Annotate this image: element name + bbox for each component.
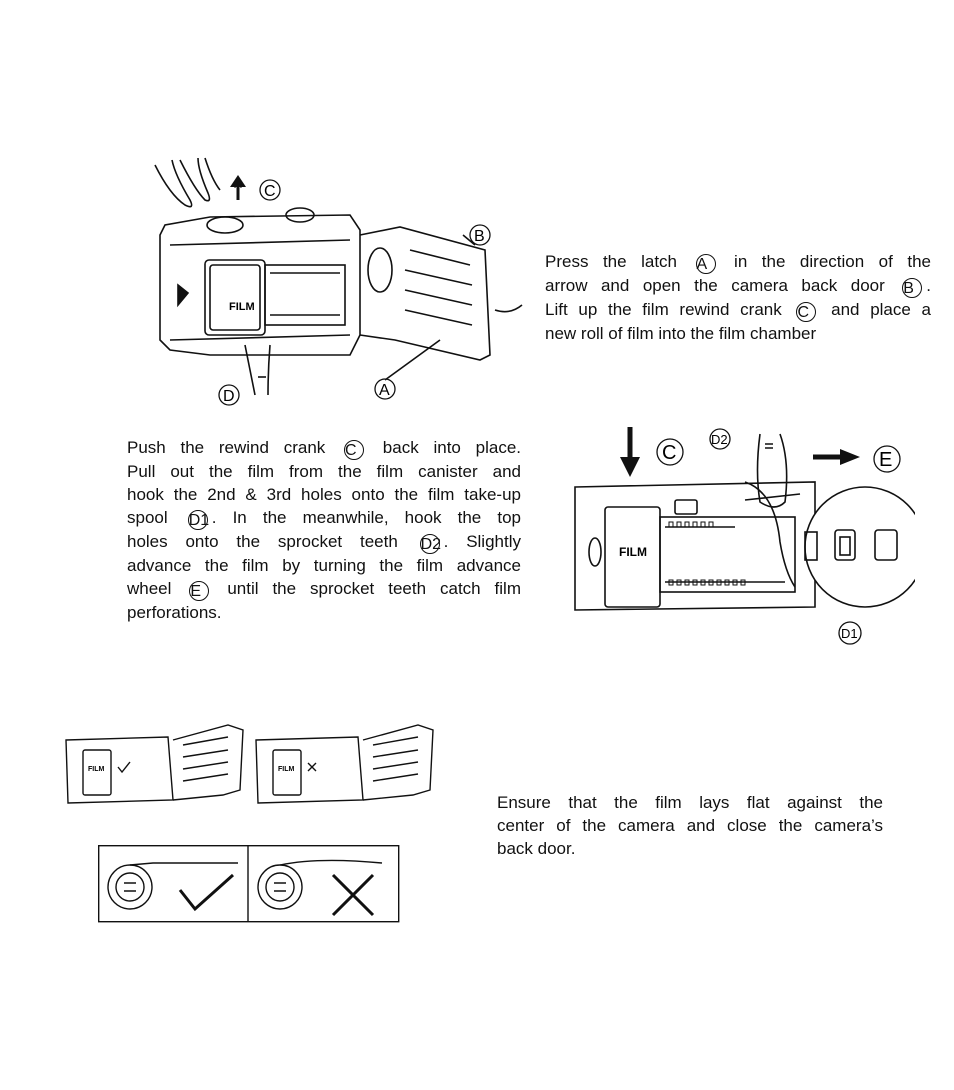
step3-text-segment: Ensure that the film lays flat against t… — [497, 793, 883, 812]
step2-instructions: Push the rewind crank C back into place.… — [127, 436, 521, 624]
step1-camera-open-illustration: FILM C B A D — [154, 157, 523, 406]
step2-line: wheel E until the sprocket teeth catch f… — [127, 577, 521, 601]
step1-text-segment: Lift up the film rewind crank — [545, 300, 793, 319]
step2-line: hook the 2nd & 3rd holes onto the film t… — [127, 483, 521, 506]
step3-text-segment: center of the camera and close the camer… — [497, 816, 883, 835]
film-label-a: FILM — [88, 766, 104, 773]
label-b: B — [474, 228, 485, 245]
step2-text-segment: . In the meanwhile, hook the top — [211, 508, 521, 527]
step2-line: Pull out the film from the film canister… — [127, 460, 521, 483]
circled-label: D1 — [187, 510, 210, 530]
label-d: D — [223, 388, 235, 405]
circled-label: D2 — [419, 534, 442, 554]
circled-label: C — [344, 440, 365, 460]
step1-text-segment: . — [926, 276, 931, 295]
step3-line: back door. — [497, 837, 883, 860]
step1-text-segment: and place a — [820, 300, 931, 319]
step2-text-segment: hook the 2nd & 3rd holes onto the film t… — [127, 485, 521, 504]
step1-line: Press the latch A in the direction of th… — [545, 250, 931, 274]
step3-text-segment: back door. — [497, 839, 576, 858]
circled-label: C — [796, 302, 817, 322]
step2-text-segment: advance the film by turning the film adv… — [127, 556, 521, 575]
step2-text-segment: back into place. — [368, 438, 521, 457]
step2-text-segment: spool — [127, 508, 184, 527]
step2-line: holes onto the sprocket teeth D2. Slight… — [127, 530, 521, 554]
label-e: E — [879, 449, 892, 471]
label-c-2: C — [662, 442, 676, 464]
film-label-b: FILM — [278, 766, 294, 773]
label-d1: D1 — [841, 626, 858, 641]
step1-instructions: Press the latch A in the direction of th… — [545, 250, 931, 345]
step1-text-segment: new roll of film into the film chamber — [545, 324, 817, 343]
step3-camera-comparison-illustration: FILM FILM — [65, 724, 434, 804]
label-c: C — [264, 183, 276, 200]
step2-text-segment: . Slightly — [443, 532, 521, 551]
step1-text-segment: arrow and open the camera back door — [545, 276, 899, 295]
step1-line: arrow and open the camera back door B. — [545, 274, 931, 298]
step2-text-segment: Pull out the film from the film canister… — [127, 462, 521, 481]
film-canister-label-2: FILM — [619, 545, 647, 559]
circled-label: A — [695, 254, 716, 274]
step2-film-loading-illustration: FILM C D2 E D1 — [574, 427, 915, 645]
step3-line: Ensure that the film lays flat against t… — [497, 791, 883, 814]
step1-text-segment: Press the latch — [545, 252, 692, 271]
step2-text-segment: Push the rewind crank — [127, 438, 341, 457]
circled-label: E — [189, 581, 210, 601]
label-d2: D2 — [711, 432, 728, 447]
step2-text-segment: wheel — [127, 579, 186, 598]
step1-text-segment: in the direction of the — [719, 252, 932, 271]
step2-text-segment: holes onto the sprocket teeth — [127, 532, 416, 551]
step1-line: new roll of film into the film chamber — [545, 322, 931, 345]
step2-line: advance the film by turning the film adv… — [127, 554, 521, 577]
label-a: A — [379, 382, 390, 399]
film-canister-label: FILM — [229, 301, 255, 313]
step2-line: Push the rewind crank C back into place. — [127, 436, 521, 460]
step3-line: center of the camera and close the camer… — [497, 814, 883, 837]
step2-line: spool D1. In the meanwhile, hook the top — [127, 506, 521, 530]
step3-instructions: Ensure that the film lays flat against t… — [497, 791, 883, 860]
step3-film-leader-correct-incorrect — [98, 845, 400, 923]
step2-text-segment: until the sprocket teeth catch film — [213, 579, 521, 598]
circled-label: B — [902, 278, 923, 298]
step1-line: Lift up the film rewind crank C and plac… — [545, 298, 931, 322]
step2-line: perforations. — [127, 601, 521, 624]
step2-text-segment: perforations. — [127, 603, 222, 622]
